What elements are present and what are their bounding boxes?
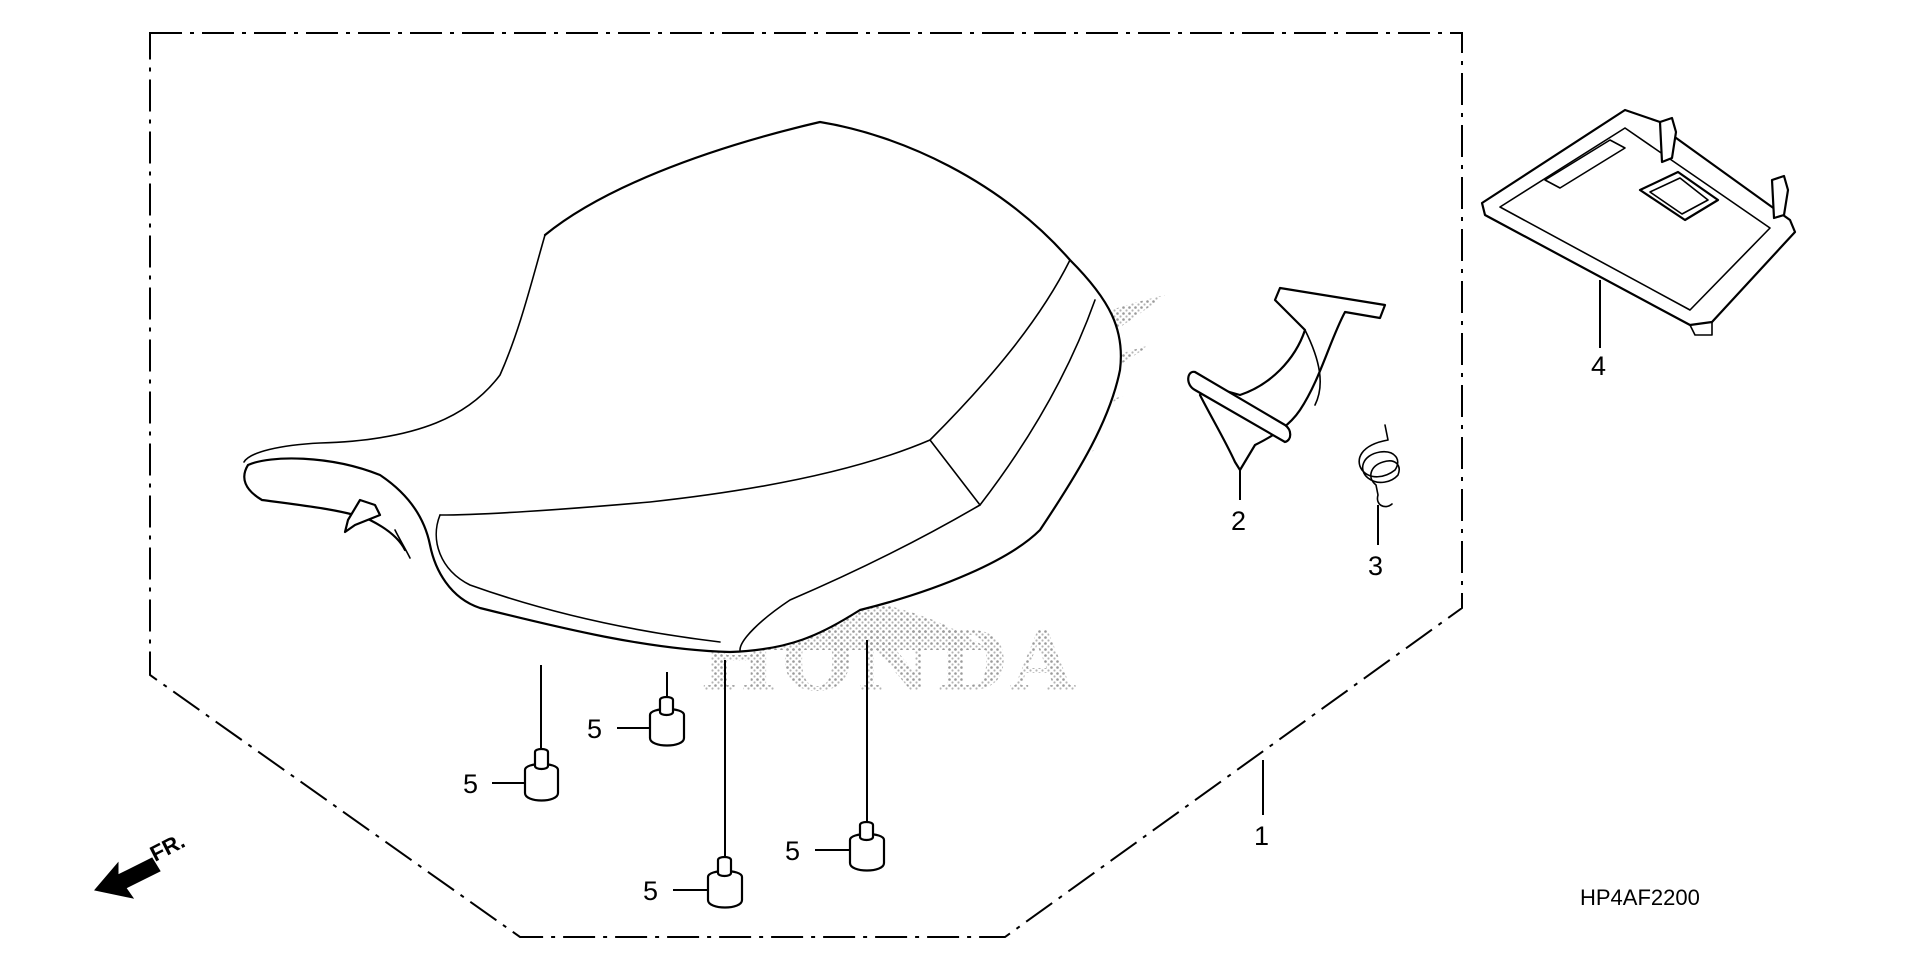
callout-5c: 5 [643, 876, 658, 906]
callout-5d: 5 [785, 836, 800, 866]
rubber-cushion-b [617, 672, 686, 747]
storage-tray [1480, 108, 1797, 348]
front-arrow-icon [94, 857, 161, 899]
callout-4: 4 [1591, 351, 1606, 381]
rubber-cushion-a [492, 665, 560, 802]
assembly-boundary [149, 32, 1463, 938]
rubber-cushion-c [673, 660, 744, 909]
callout-1: 1 [1254, 821, 1269, 851]
callout-2: 2 [1231, 506, 1246, 536]
seat-latch-hook [1187, 286, 1387, 500]
callout-3: 3 [1368, 551, 1383, 581]
callout-5b: 5 [587, 714, 602, 744]
seat-assembly [243, 120, 1122, 654]
diagram-code: HP4AF2200 [1580, 885, 1700, 910]
torsion-spring [1358, 424, 1400, 545]
front-direction-indicator: FR. [94, 828, 189, 899]
callout-5a: 5 [463, 769, 478, 799]
rubber-cushion-d [815, 640, 886, 872]
